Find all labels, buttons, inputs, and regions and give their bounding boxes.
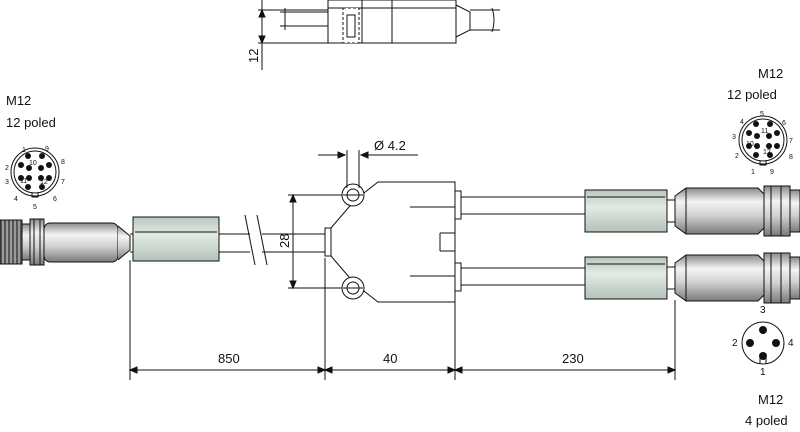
pin-label: 8 — [61, 159, 65, 166]
left-cable — [132, 214, 325, 266]
right-cables — [461, 189, 675, 300]
pin-label: 8 — [789, 154, 793, 161]
dim-cable-right-length: 230 — [562, 351, 584, 366]
pin-face-right-12 — [738, 115, 788, 166]
dim-splitter-height: 28 — [277, 234, 292, 248]
pin-labels-right: 1 2 3 4 5 6 7 8 9 10 11 12 — [732, 111, 793, 176]
pin-label: 6 — [53, 196, 57, 203]
dim-splitter-length: 40 — [383, 351, 397, 366]
pin-face-left-12 — [10, 147, 60, 198]
dim-hole-diameter: Ø 4.2 — [374, 138, 406, 153]
pin-label: 2 — [5, 165, 9, 172]
pin-label: 5 — [33, 204, 37, 211]
left-connector-poles: 12 poled — [6, 115, 56, 130]
pin-label: 3 — [760, 305, 766, 316]
pin-label: 3 — [732, 134, 736, 141]
pin-label: 10 — [746, 141, 754, 148]
pin-label: 12 — [40, 179, 48, 186]
pin-label: 4 — [14, 196, 18, 203]
pin-label: 11 — [20, 178, 27, 185]
side-view — [258, 0, 500, 70]
pin-label: 9 — [770, 169, 774, 176]
pin-label: 6 — [782, 120, 786, 127]
pin-label: 9 — [45, 146, 49, 153]
right-top-connector-type: M12 — [758, 66, 784, 81]
dim-cable-left-length: 850 — [218, 351, 240, 366]
dimension-diameter — [318, 150, 418, 188]
splitter-body — [324, 181, 462, 303]
pin-label: 1 — [751, 169, 755, 176]
pin-label: 3 — [5, 179, 9, 186]
pin-label: 1 — [22, 147, 26, 154]
dim-side-height: 12 — [246, 49, 261, 63]
left-connector-body — [0, 218, 140, 266]
pin-label: 10 — [29, 160, 37, 167]
dimension-lengths — [128, 258, 677, 380]
pin-label: 5 — [760, 111, 764, 118]
pin-label: 4 — [740, 119, 744, 126]
pin-label: 4 — [788, 338, 794, 349]
right-bottom-connector-poles: 4 poled — [745, 413, 788, 428]
dimension-height-28 — [288, 193, 342, 290]
pin-label: 11 — [761, 128, 768, 135]
pin-label: 1 — [760, 367, 766, 378]
right-bottom-connector-type: M12 — [758, 392, 784, 407]
pin-face-4 — [741, 321, 785, 365]
right-top-connector-poles: 12 poled — [727, 87, 777, 102]
right-top-connector-body — [674, 185, 800, 237]
left-connector-type: M12 — [6, 93, 32, 108]
pin-label: 2 — [735, 153, 739, 160]
pin-label: 2 — [732, 338, 738, 349]
pin-label: 7 — [61, 179, 65, 186]
pin-labels-left: 1 2 3 4 5 6 7 8 9 10 11 12 — [5, 146, 65, 211]
pin-label: 7 — [789, 138, 793, 145]
pin-label: 12 — [763, 149, 771, 156]
right-bottom-connector-body — [674, 252, 800, 304]
pin-labels-4: 1 2 3 4 — [732, 305, 794, 378]
